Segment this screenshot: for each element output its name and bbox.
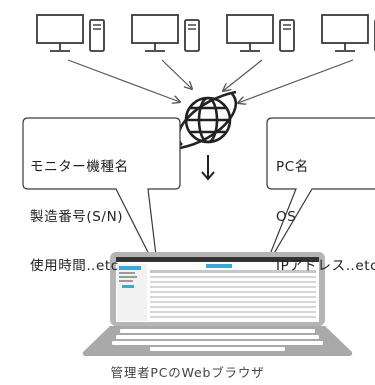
down-arrow [201,155,215,181]
desktop-monitor-and-tower-icon [226,14,295,52]
left-callout-line: モニター機種名 [30,159,129,175]
globe-network-icon [177,90,238,150]
browser-header-bar [116,257,319,262]
arrow-1 [67,59,180,102]
arrow-4 [238,59,354,103]
right-callout-line: OS [276,208,297,225]
browser-title-highlight [206,264,232,268]
right-callout-line: IPアドレス‥etc [276,258,375,274]
device-1 [36,14,105,52]
device-4 [321,14,375,52]
device-2 [131,14,200,52]
device-3 [226,14,295,52]
right-callout-line: PC名 [276,159,309,175]
caption: 管理者PCのWebブラウザ [110,365,265,380]
left-callout-text: モニター機種名 製造番号(S/N) 使用時間‥etc [30,126,129,291]
left-callout-bubble [22,117,181,273]
arrows-to-globe [67,59,354,103]
laptop-icon [82,252,353,356]
right-callout-bubble [262,117,375,273]
desktop-monitor-and-tower-icon [321,14,375,52]
left-callout-line: 製造番号(S/N) [30,208,124,225]
right-callout-text: PC名 OS IPアドレス‥etc [276,126,375,291]
keyboard [112,329,323,351]
desktop-monitor-and-tower-icon [131,14,200,52]
desktop-monitor-and-tower-icon [36,14,105,52]
browser-table [150,270,316,318]
arrow-3 [223,59,263,91]
left-callout-line: 使用時間‥etc [30,258,119,274]
arrow-2 [161,59,192,89]
